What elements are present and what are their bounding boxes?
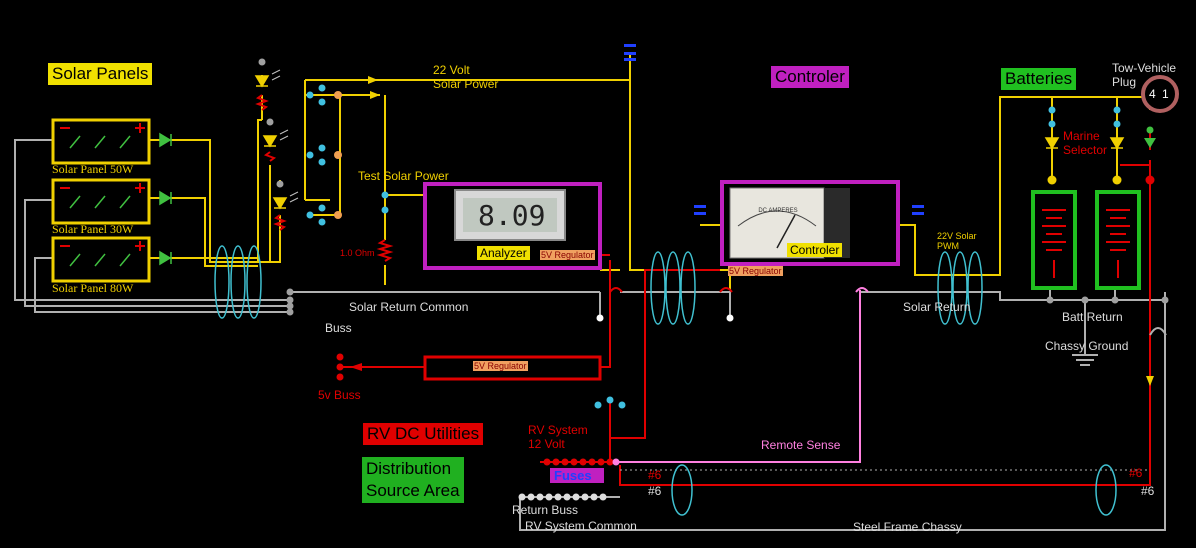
blocking-diodes	[159, 132, 172, 266]
fuses-label: Fuses	[554, 468, 592, 483]
plug-pin-4: 4	[1149, 87, 1156, 101]
wire-hops	[609, 287, 733, 293]
batteries-title: Batteries	[1001, 68, 1077, 90]
marine-line2: Selector	[1063, 143, 1108, 157]
rv-system-line1: RV System	[528, 423, 588, 437]
panel-label-80w: Solar Panel 80W	[52, 281, 134, 295]
analyzer-reading: 8.09	[478, 199, 546, 232]
led-indicators	[254, 75, 288, 210]
return-buss-terminals	[518, 493, 607, 501]
panel-selector-switches	[306, 84, 342, 226]
solar-power-line1: 22 Volt	[433, 63, 470, 77]
panel-cells	[69, 135, 131, 267]
controller-meter	[729, 187, 825, 259]
distribution-title: Distribution Source Area	[362, 457, 464, 503]
gauge-6-white-left: #6	[648, 484, 662, 498]
chassis-ground-symbol	[1072, 354, 1098, 366]
solar-arrows	[368, 76, 380, 99]
tow-vehicle-plug	[1141, 75, 1179, 113]
tow-arrow	[1146, 376, 1154, 386]
rv-system-switch	[594, 396, 626, 409]
wire-couplers	[214, 245, 1117, 516]
fuse-terminals	[543, 458, 614, 466]
gauge-6-white-right: #6	[1141, 484, 1155, 498]
solar-return-common-label: Solar Return Common	[349, 300, 469, 314]
remote-sense-label: Remote Sense	[761, 438, 841, 452]
tow-vehicle-label: Tow-Vehicle Plug	[1112, 61, 1176, 89]
panel-label-30w: Solar Panel 30W	[52, 222, 134, 236]
controler-title: Controler	[771, 66, 849, 88]
rv-system-label: RV System 12 Volt	[528, 423, 588, 451]
test-solar-power-label: Test Solar Power	[358, 169, 449, 183]
pwm-label: 22V Solar PWM	[937, 231, 977, 251]
panel-polarity	[60, 123, 145, 251]
analyzer-label: Analyzer	[477, 246, 530, 260]
marine-line1: Marine	[1063, 129, 1100, 143]
test-switch	[381, 191, 389, 214]
plug-pin-1: 1	[1162, 87, 1169, 101]
steel-frame-chassy-label: Steel Frame Chassy	[853, 520, 962, 534]
rv-system-common-label: RV System Common	[525, 519, 637, 533]
panel-label-50w: Solar Panel 50W	[52, 162, 134, 176]
distribution-line1: Distribution	[366, 459, 452, 478]
battery-bank	[1031, 175, 1155, 290]
tow-vehicle-line2: Plug	[1112, 75, 1137, 89]
solar-power-label: 22 Volt Solar Power	[433, 63, 498, 91]
fuses-box	[550, 468, 604, 483]
controler-device-label: Controler	[787, 243, 843, 257]
meter-face-label: DC AMPERES	[758, 208, 798, 214]
shunt-resistor	[376, 239, 394, 262]
gray-terminals	[258, 58, 1169, 316]
regulator-5v-utilities: 5V Regulator	[473, 361, 528, 371]
distribution-line2: Source Area	[366, 481, 460, 500]
regulator-5v-controller: 5V Regulator	[728, 266, 783, 276]
pwm-line2: PWM	[937, 241, 959, 251]
solar-panels-title: Solar Panels	[48, 63, 153, 85]
led-rays	[271, 69, 299, 203]
marine-selector-label: Marine Selector	[1063, 129, 1107, 157]
batt-return-label: Batt Return	[1062, 310, 1123, 324]
solar-power-line2: Solar Power	[433, 77, 499, 91]
led-resistors	[255, 94, 287, 231]
five-v-arrow	[350, 363, 362, 371]
rv-system-line2: 12 Volt	[528, 437, 565, 451]
solar-return-label: Solar Return	[903, 300, 971, 314]
filter-capacitors	[624, 44, 924, 215]
rv-dc-utilities-title: RV DC Utilities	[363, 423, 484, 445]
solar-wiring	[150, 55, 1151, 290]
regulator-5v-analyzer: 5V Regulator	[540, 250, 595, 260]
remote-sense-wire	[615, 290, 861, 463]
open-terminals	[596, 314, 734, 322]
tow-vehicle-line1: Tow-Vehicle	[1112, 61, 1177, 75]
buss-label: Buss	[325, 321, 352, 335]
chassy-ground-label: Chassy Ground	[1045, 339, 1129, 353]
return-buss-label: Return Buss	[512, 503, 579, 517]
five-v-buss-label: 5v Buss	[318, 388, 361, 402]
pwm-line1: 22V Solar	[937, 231, 977, 241]
one-ohm-label: 1.0 Ohm	[340, 248, 375, 258]
gauge-6-red-right: #6	[1129, 466, 1143, 480]
marine-selector	[1044, 137, 1125, 150]
five-v-buss-terminals	[336, 353, 344, 381]
gauge-6-red-left: #6	[648, 468, 662, 482]
